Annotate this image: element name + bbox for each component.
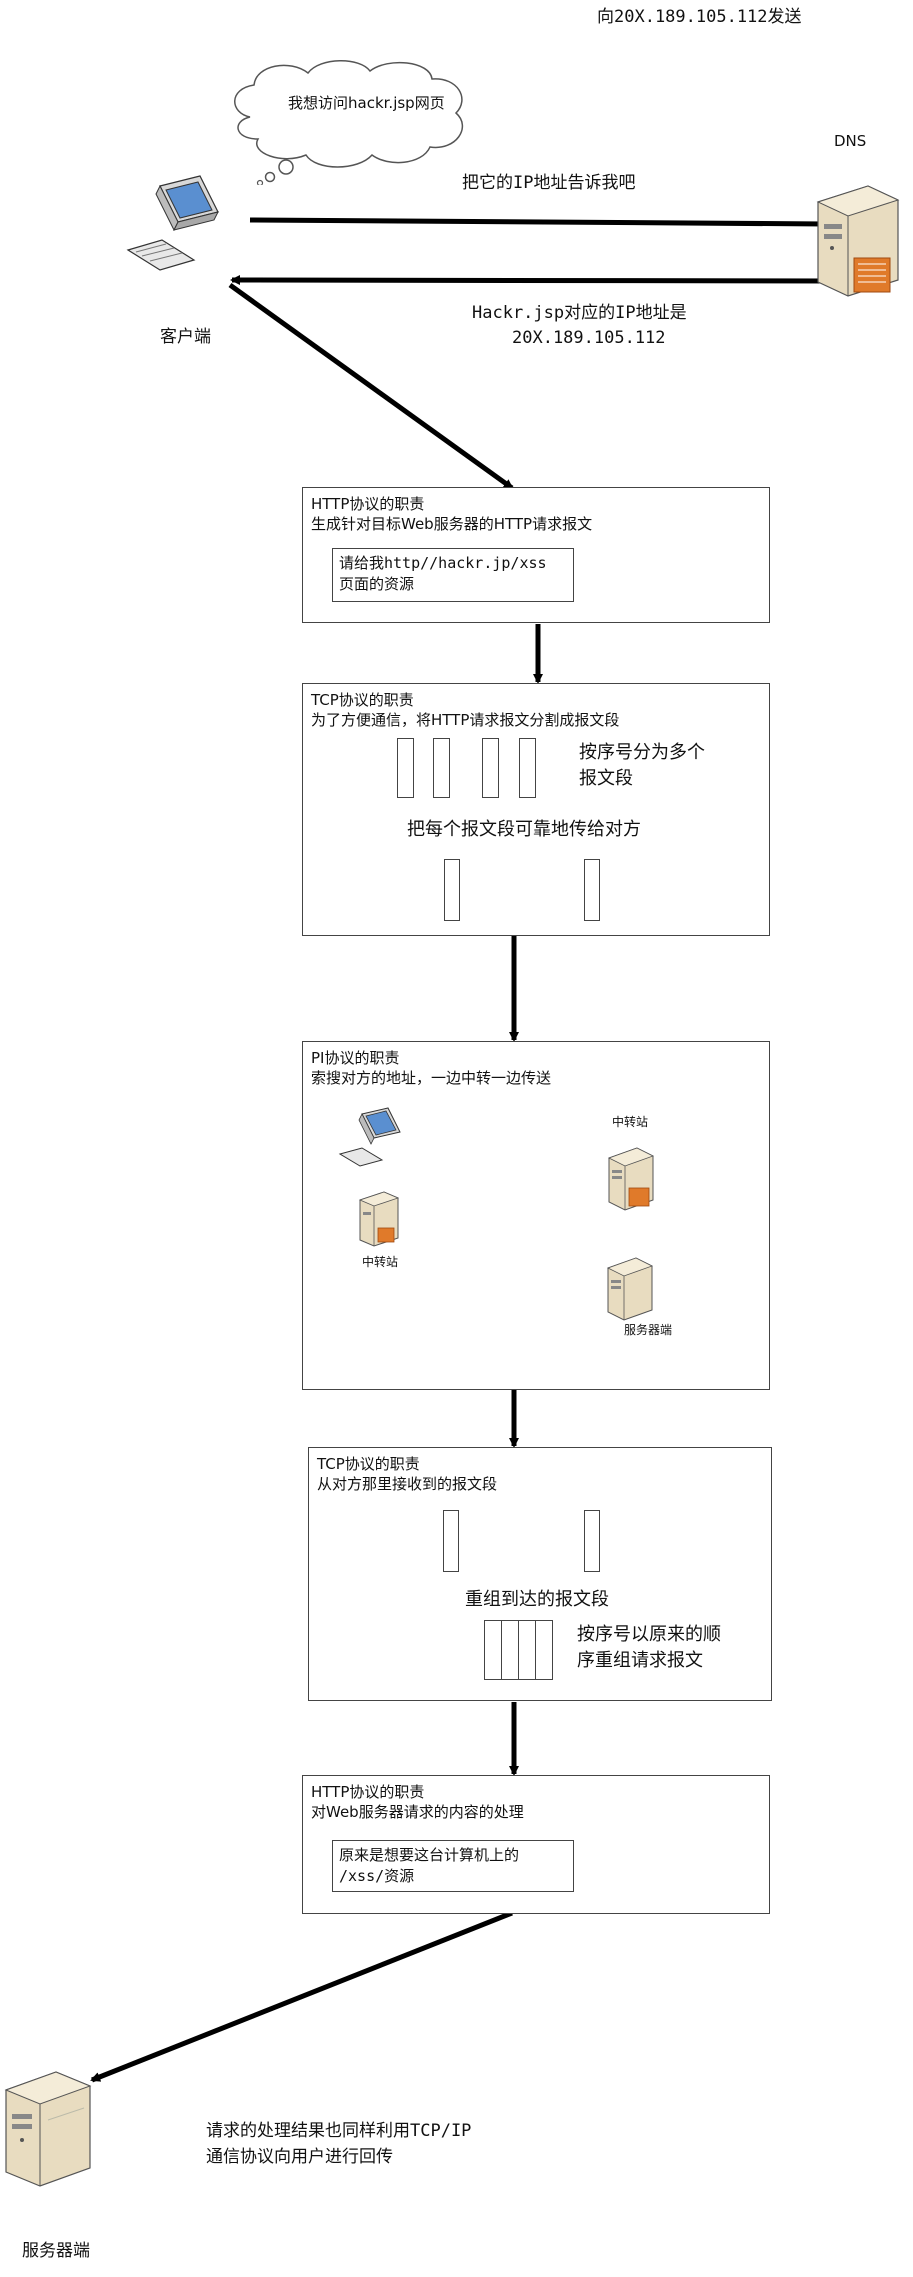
ip-client-icon	[338, 1107, 401, 1167]
tcp-order-note: 按序号以原来的顺 序重组请求报文	[577, 1624, 721, 1671]
client-thought: 我想访问hackr.jsp网页	[288, 94, 445, 112]
ip-title: PI协议的职责 索搜对方的地址，一边中转一边传送	[311, 1049, 552, 1087]
relay-label-1: 中转站	[612, 1115, 649, 1129]
server-icon	[4, 2071, 92, 2187]
dns-reply-line1: Hackr.jsp对应的IP地址是	[472, 303, 687, 323]
segment	[519, 738, 536, 798]
tcp-send-receiver-bar	[584, 859, 600, 921]
tcp-send-title: TCP协议的职责 为了方便通信，将HTTP请求报文分割成报文段	[311, 691, 620, 729]
segment	[482, 738, 499, 798]
dns-server-icon	[816, 185, 900, 297]
segment	[397, 738, 414, 798]
tcp-reassemble-note: 重组到达的报文段	[465, 1589, 609, 1610]
segment	[501, 1620, 519, 1680]
tcp-split-note: 按序号分为多个 报文段	[579, 742, 705, 789]
segment	[535, 1620, 553, 1680]
tcp-send-box: TCP协议的职责 为了方便通信，将HTTP请求报文分割成报文段 按序号分为多个 …	[302, 683, 770, 936]
http-request-message: 请给我http//hackr.jp/xss 页面的资源	[332, 548, 574, 602]
http-process-title: HTTP协议的职责 对Web服务器请求的内容的处理	[311, 1783, 524, 1821]
client-computer-icon	[126, 175, 219, 271]
tcp-recv-sender-bar	[443, 1510, 459, 1572]
top-note: 向20X.189.105.112发送	[597, 7, 802, 27]
http-process-box: HTTP协议的职责 对Web服务器请求的内容的处理 原来是想要这台计算机上的 /…	[302, 1775, 770, 1914]
relay-label-2: 中转站	[362, 1255, 399, 1269]
tcp-send-sender-bar	[444, 859, 460, 921]
client-label: 客户端	[160, 327, 211, 347]
server-label: 服务器端	[22, 2241, 90, 2261]
dns-label: DNS	[834, 132, 867, 150]
thought-cloud	[234, 60, 463, 185]
arrow-http-to-server	[90, 1910, 513, 2083]
destination-server-icon	[606, 1257, 654, 1321]
arrow-client-to-dns	[249, 217, 828, 229]
http-request-title: HTTP协议的职责 生成针对目标Web服务器的HTTP请求报文	[311, 495, 593, 533]
tcp-recv-box: TCP协议的职责 从对方那里接收到的报文段 重组到达的报文段 按序号以原来的顺 …	[308, 1447, 772, 1701]
segment	[433, 738, 450, 798]
segment	[518, 1620, 536, 1680]
arrow-client-to-http	[228, 282, 514, 491]
http-request-box: HTTP协议的职责 生成针对目标Web服务器的HTTP请求报文 请给我http/…	[302, 487, 770, 623]
tcp-reliable-note: 把每个报文段可靠地传给对方	[407, 819, 641, 840]
http-process-message: 原来是想要这台计算机上的 /xss/资源	[332, 1840, 574, 1892]
tcp-recv-receiver-bar	[584, 1510, 600, 1572]
dns-reply-line2: 20X.189.105.112	[512, 328, 666, 348]
destination-server-label: 服务器端	[624, 1323, 673, 1337]
arrow-dns-to-client	[230, 275, 831, 286]
server-note: 请求的处理结果也同样利用TCP/IP 通信协议向用户进行回传	[206, 2121, 472, 2167]
relay-server-icon-2	[358, 1191, 400, 1247]
tcp-recv-title: TCP协议的职责 从对方那里接收到的报文段	[317, 1455, 498, 1493]
relay-server-icon-1	[607, 1147, 655, 1211]
dns-request-text: 把它的IP地址告诉我吧	[462, 173, 636, 193]
segment	[484, 1620, 502, 1680]
